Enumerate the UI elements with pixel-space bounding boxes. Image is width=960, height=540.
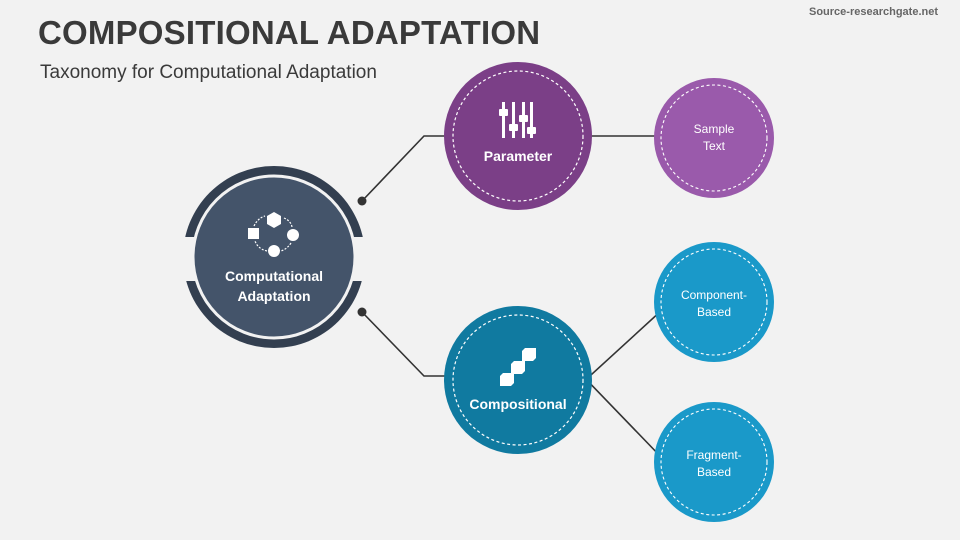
root-node xyxy=(176,166,372,348)
component-based-node xyxy=(654,242,774,362)
connector-root-parameter xyxy=(361,135,456,202)
sliders-icon xyxy=(499,102,536,138)
cycle-shapes-icon xyxy=(248,212,299,257)
sample-text-node xyxy=(654,78,774,198)
compositional-label: Compositional xyxy=(469,396,567,412)
page-subtitle: Taxonomy for Computational Adaptation xyxy=(40,62,377,83)
sample-text-label: Sample Text xyxy=(693,122,735,153)
parameter-label: Parameter xyxy=(483,148,553,164)
source-credit: Source-researchgate.net xyxy=(809,6,938,18)
connector-compositional-component xyxy=(579,309,663,386)
compositional-node xyxy=(444,306,592,454)
blocks-icon xyxy=(500,348,536,386)
component-based-label: Component- Based xyxy=(680,288,748,319)
fragment-based-label: Fragment- Based xyxy=(686,448,742,479)
connector-compositional-fragment xyxy=(579,372,663,459)
page-title: COMPOSITIONAL ADAPTATION xyxy=(38,14,541,51)
parameter-node xyxy=(444,62,592,210)
connector-dot-top xyxy=(357,196,367,206)
connector-root-compositional xyxy=(361,311,456,377)
root-label: Computational Adaptation xyxy=(225,268,323,304)
fragment-based-node xyxy=(654,402,774,522)
connector-lines xyxy=(361,135,663,459)
connector-dot-bottom xyxy=(357,307,367,317)
